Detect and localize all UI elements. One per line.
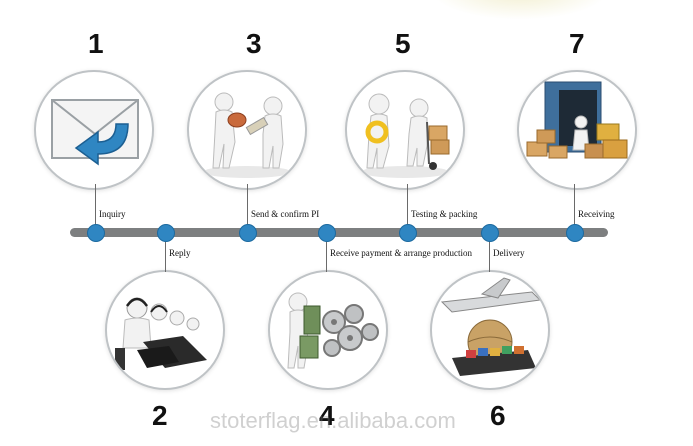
handshake-icon	[203, 92, 291, 178]
timeline-node-2	[157, 224, 175, 242]
receiving-circle	[517, 70, 637, 190]
step-number-2: 2	[152, 400, 168, 431]
call-center-icon	[115, 297, 207, 370]
inquiry-circle	[34, 70, 154, 190]
label-delivery: Delivery	[493, 248, 525, 258]
warehouse-icon	[526, 81, 628, 159]
reply-circle	[105, 270, 225, 390]
label-reply: Reply	[169, 248, 191, 258]
step-number-5: 5	[395, 28, 411, 59]
step-number-7: 7	[569, 28, 585, 59]
mail-reply-icon	[51, 99, 139, 166]
testing-circle	[345, 70, 465, 190]
label-inquiry: Inquiry	[99, 209, 126, 219]
timeline-node-4	[318, 224, 336, 242]
step-number-4: 4	[319, 400, 335, 431]
timeline-node-6	[481, 224, 499, 242]
testing-packing-icon	[361, 93, 450, 178]
step-number-1: 1	[88, 28, 104, 59]
stem-4	[326, 236, 327, 272]
stem-6	[489, 236, 490, 272]
label-send-confirm-pi: Send & confirm PI	[251, 209, 320, 219]
timeline-bar	[70, 228, 608, 237]
timeline-node-1	[87, 224, 105, 242]
payment-circle	[268, 270, 388, 390]
step-number-3: 3	[246, 28, 262, 59]
label-testing-packing: Testing & packing	[411, 209, 478, 219]
label-receiving: Receiving	[578, 209, 615, 219]
stem-3	[247, 184, 248, 230]
watermark: stoterflag.en.alibaba.com	[210, 408, 456, 433]
timeline-node-3	[239, 224, 257, 242]
delivery-icon	[440, 277, 542, 376]
stem-5	[407, 184, 408, 230]
label-receive-payment: Receive payment & arrange production	[330, 248, 472, 258]
money-production-icon	[287, 292, 379, 369]
top-glow	[430, 0, 610, 20]
send-pi-circle	[187, 70, 307, 190]
delivery-circle	[430, 270, 550, 390]
stem-7	[574, 184, 575, 230]
stem-2	[165, 236, 166, 272]
timeline-node-5	[399, 224, 417, 242]
timeline-node-7	[566, 224, 584, 242]
stem-1	[95, 184, 96, 230]
step-number-6: 6	[490, 400, 506, 431]
